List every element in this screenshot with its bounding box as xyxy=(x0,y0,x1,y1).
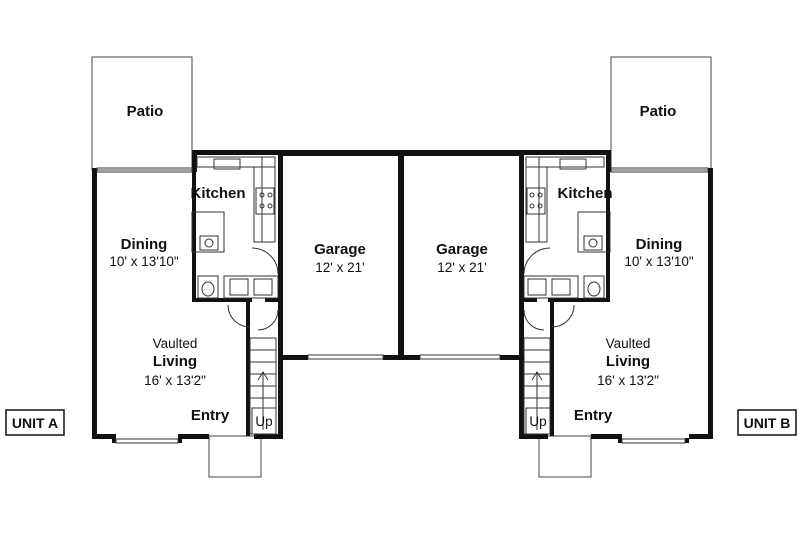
unit-b-stairs-label: Up xyxy=(529,414,546,429)
unit-a-entry-stoop xyxy=(208,435,262,478)
unit-a-kitchen-label: Kitchen xyxy=(190,185,245,202)
unit-b-garage-label: Garage xyxy=(436,241,488,258)
unit-b-plan xyxy=(398,56,713,478)
unit-a-garage-size: 12' x 21' xyxy=(315,260,364,275)
unit-b-kitchen-label: Kitchen xyxy=(557,185,612,202)
unit-b-entry-label: Entry xyxy=(574,407,613,424)
unit-a-stairs-label: Up xyxy=(255,414,272,429)
unit-b-badge xyxy=(737,409,797,436)
unit-a-entry-label: Entry xyxy=(191,407,230,424)
unit-b-dining-label: Dining xyxy=(636,236,683,253)
unit-b-garage-size: 12' x 21' xyxy=(437,260,486,275)
unit-a-patio-slab xyxy=(91,56,193,171)
unit-b-living-prefix: Vaulted xyxy=(606,336,651,351)
unit-b-entry-stoop xyxy=(538,435,592,478)
unit-a-badge-label: UNIT A xyxy=(12,415,58,431)
unit-b-living-size: 16' x 13'2" xyxy=(597,373,659,388)
unit-b-patio-slab xyxy=(610,56,712,171)
unit-a-living-prefix: Vaulted xyxy=(153,336,198,351)
unit-b-patio-label: Patio xyxy=(640,103,677,120)
unit-b-living-label: Living xyxy=(606,353,650,370)
unit-a-patio-label: Patio xyxy=(127,103,164,120)
unit-a-garage-label: Garage xyxy=(314,241,366,258)
unit-b-dining-size: 10' x 13'10" xyxy=(624,254,693,269)
unit-a-dining-size: 10' x 13'10" xyxy=(109,254,178,269)
unit-b-badge-label: UNIT B xyxy=(744,415,791,431)
unit-a-living-label: Living xyxy=(153,353,197,370)
unit-a-living-size: 16' x 13'2" xyxy=(144,373,206,388)
unit-a-dining-label: Dining xyxy=(121,236,168,253)
unit-a-plan xyxy=(91,56,404,478)
unit-a-badge xyxy=(5,409,65,436)
